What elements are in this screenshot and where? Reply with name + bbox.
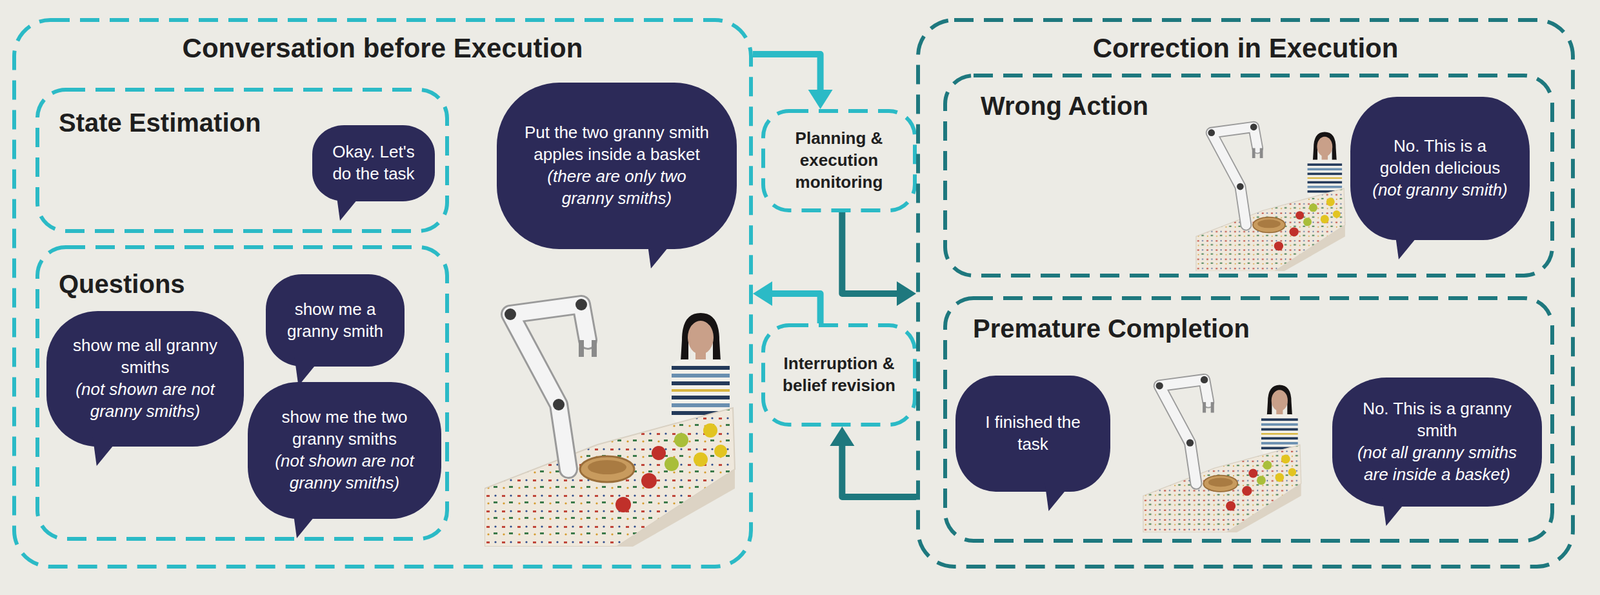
bubble-shape [312,125,435,202]
arrow-head [808,89,833,110]
bubble-body [1350,96,1530,240]
utterance-text: (not all granny smiths are inside a bask… [1353,441,1522,486]
speech-bubble: No. This is a granny smith(not all grann… [1332,377,1542,507]
bubble-body [265,274,405,367]
bubble-shape [247,381,442,519]
utterance-text: show me a granny smith [280,298,391,343]
process-box: Planning & execution monitoring [761,109,917,213]
group-panel: Questionsshow me all granny smiths(not s… [35,245,450,541]
speech-bubble: No. This is a golden delicious(not grann… [1350,96,1530,240]
utterance-text: No. This is a golden delicious [1368,135,1512,180]
bubble-body [496,82,737,250]
panel-title: Wrong Action [943,73,1555,122]
group-panel: Premature Completion I finished the task N… [943,296,1555,543]
bubble-shape [496,82,737,250]
bubble-tail [294,357,322,386]
bubble-tail [1044,482,1072,511]
speech-bubble: I finished the task [955,375,1111,492]
utterance-text: (there are only two granny smiths) [520,165,713,210]
dashed-border [14,20,751,567]
panel-title: Conversation before Execution [12,18,753,65]
utterance-text: Put the two granny smith apples inside a… [520,121,713,166]
speech-bubble: show me the two granny smiths(not shown … [247,381,442,519]
bubble-body [247,381,442,519]
bubble-tail [292,509,320,539]
bubble-shape [955,375,1111,492]
step-label: Planning & execution monitoring [761,127,917,193]
bubble-body [46,310,244,447]
stage-panel: Correction in ExecutionWrong ActionNo. T… [916,18,1575,569]
dashed-border [763,325,915,425]
robot-scene-photo [484,298,735,547]
utterance-text: show me all granny smiths [66,334,225,379]
arrow-shaft [841,443,917,497]
speech-bubble: Put the two granny smith apples inside a… [496,82,737,250]
arrow-head [896,281,917,306]
dashed-border [918,20,1573,567]
utterance-text: (not shown are not granny smiths) [267,450,422,495]
group-panel: Wrong ActionNo. This is a golden delicio… [943,73,1555,278]
bubble-body [1332,377,1542,507]
speech-bubble: Okay. Let's do the task [312,125,435,202]
stage-panel: Conversation before ExecutionState Estim… [12,18,753,569]
flow-arrow [841,212,917,306]
utterance-text: No. This is a granny smith [1353,398,1522,442]
arrow-shaft [841,212,900,294]
robot-scene-photo [1143,376,1302,533]
dashed-outline [761,323,917,427]
utterance-text: show me the two granny smiths [267,406,422,451]
step-label: Interruption & belief revision [761,352,917,397]
bubble-tail [92,437,120,466]
bubble-shape [46,310,244,447]
bubble-body [955,375,1111,492]
bubble-tail [1382,497,1410,526]
speech-bubble: show me a granny smith [265,274,405,367]
bubble-tail [336,192,364,221]
group-panel: State EstimationOkay. Let's do the task [35,87,450,233]
bubble-shape [265,274,405,367]
utterance-text: (not shown are not granny smiths) [66,378,225,423]
arrow-head [829,426,855,446]
arrow-shaft [769,293,821,324]
panel-title: Premature Completion [943,296,1555,344]
arrow-head [752,281,773,306]
panel-title: State Estimation [35,87,450,139]
flow-arrow [752,281,821,324]
bubble-shape [1332,377,1542,507]
panel-title: Correction in Execution [916,18,1575,65]
process-box: Interruption & belief revision [761,323,917,427]
speech-bubble: show me all granny smiths(not shown are … [46,310,244,447]
bubble-tail [1394,230,1422,260]
bubble-tail [647,240,675,269]
utterance-text: I finished the task [970,411,1095,456]
utterance-text: (not granny smith) [1368,179,1512,202]
flow-arrow [752,54,833,110]
flow-arrow [829,426,917,497]
bubble-body [312,125,435,202]
panel-title: Questions [35,245,450,300]
robot-scene-photo [1196,123,1346,271]
utterance-text: Okay. Let's do the task [324,141,423,186]
arrow-shaft [752,54,821,93]
